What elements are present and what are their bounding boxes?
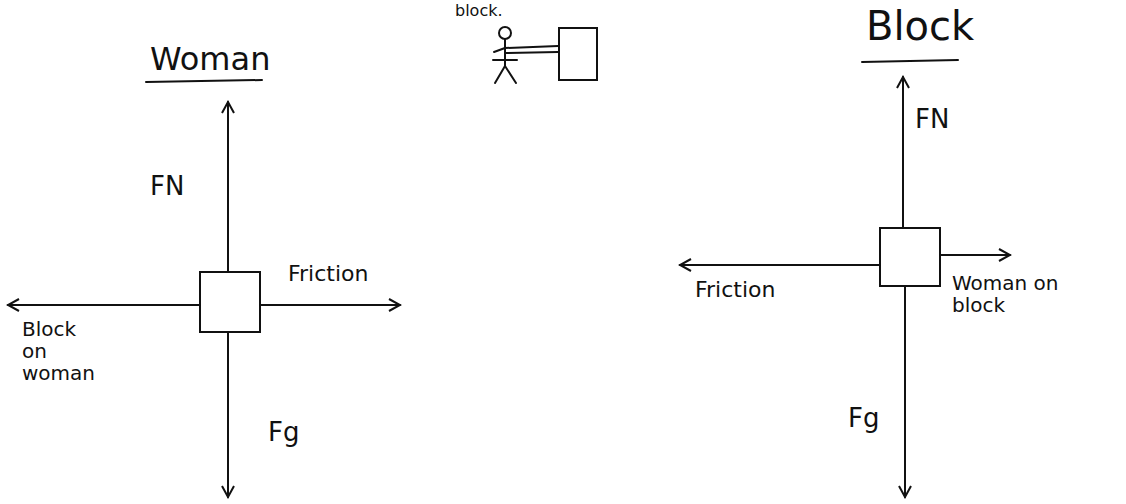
body-square [880, 228, 940, 286]
force-label: Block on woman [22, 318, 102, 384]
force-arrow [902, 77, 904, 228]
title-underline [146, 80, 262, 82]
diagram-title: Block [866, 4, 974, 48]
force-label: Friction [288, 262, 368, 286]
force-label: FN [915, 105, 949, 134]
force-arrow [260, 304, 400, 306]
force-label: Fg [268, 418, 299, 447]
force-label: Friction [695, 278, 775, 302]
woman-free-body [8, 80, 400, 497]
title-underline [862, 60, 958, 62]
force-label: Fg [848, 404, 879, 433]
force-arrow [227, 102, 229, 272]
force-arrow [8, 304, 200, 306]
diagram-title: Woman [150, 42, 270, 77]
force-arrow [680, 264, 880, 266]
force-arrow [940, 254, 1010, 256]
force-label: FN [150, 172, 184, 201]
stick-figure [493, 27, 597, 83]
force-label: Woman on block [952, 272, 1062, 316]
force-arrow [904, 286, 906, 497]
body-square [200, 272, 260, 332]
force-arrow [227, 332, 229, 497]
caption-fragment: block. [455, 2, 503, 20]
